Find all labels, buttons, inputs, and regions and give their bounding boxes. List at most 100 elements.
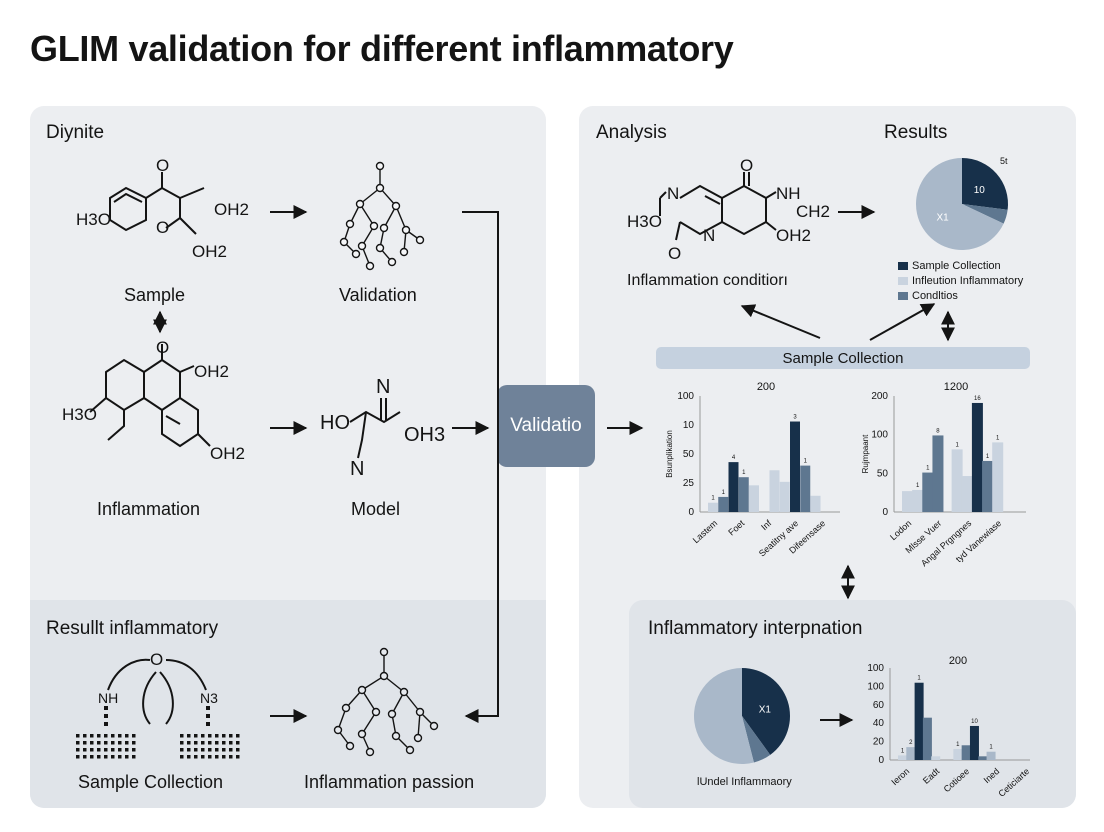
- y-axis-label: Bsunplikation: [665, 430, 674, 478]
- y-tick-label: 40: [873, 718, 885, 729]
- molecule-3: [349, 398, 401, 459]
- m2-oh2-a: OH2: [194, 362, 229, 381]
- bar: [898, 755, 907, 760]
- y-tick-label: 20: [873, 737, 885, 748]
- bar-data-label: 4: [732, 455, 736, 461]
- pie-slice: [962, 204, 1008, 224]
- m3-ho: HO: [320, 412, 350, 434]
- molecule-2: [89, 344, 211, 448]
- dot: [222, 755, 226, 759]
- bar: [992, 442, 1004, 512]
- bar: [738, 477, 749, 512]
- label-sample-collection: Sample Collection: [78, 772, 224, 792]
- dot: [90, 734, 94, 738]
- dot: [222, 741, 226, 745]
- dot: [222, 748, 226, 752]
- legend-item: Infleution Inflammatory: [898, 273, 1058, 288]
- bar: [914, 682, 924, 760]
- bar-data-label: 1: [742, 470, 746, 476]
- bar: [779, 481, 790, 512]
- y-tick-label: 50: [877, 468, 889, 479]
- dot: [97, 755, 101, 759]
- bar-data-label: 16: [974, 396, 981, 402]
- dot: [90, 741, 94, 745]
- dot: [180, 748, 184, 752]
- bar-data-label: 10: [971, 719, 978, 725]
- page-title: GLIM validation for different inflammato…: [30, 28, 734, 69]
- m2-oh2-b: OH2: [210, 444, 245, 463]
- y-tick-label: 50: [683, 449, 695, 460]
- dot-grids: [76, 734, 240, 759]
- y-tick-label: 0: [688, 507, 694, 518]
- dot: [229, 741, 233, 745]
- dot: [132, 748, 136, 752]
- y-tick-label: 10: [683, 420, 695, 431]
- right-molecule: [659, 172, 777, 241]
- dot: [83, 755, 87, 759]
- bar: [912, 489, 924, 512]
- dot: [201, 734, 205, 738]
- bar: [902, 491, 913, 512]
- bar-data-label: 1: [711, 496, 715, 502]
- validation-network: [339, 161, 425, 271]
- bar: [982, 460, 994, 512]
- dot: [215, 755, 219, 759]
- dot: [118, 741, 122, 745]
- x-tick-label: Foet: [726, 518, 746, 538]
- dot: [83, 734, 87, 738]
- y-tick-label: 25: [683, 478, 695, 489]
- dot: [208, 734, 212, 738]
- r-nh: NH: [776, 184, 801, 203]
- dot: [201, 755, 205, 759]
- r-o-top: O: [740, 156, 754, 175]
- dot: [104, 734, 108, 738]
- bar: [790, 421, 800, 512]
- dot: [236, 741, 240, 745]
- dot: [236, 755, 240, 759]
- y-tick-label: 60: [873, 700, 885, 711]
- results-heading: Results: [884, 122, 948, 143]
- dot: [97, 734, 101, 738]
- result-subpanel: [30, 600, 546, 808]
- m1-o-ring: O: [156, 218, 170, 237]
- dot: [194, 748, 198, 752]
- y-tick-label: 100: [677, 391, 694, 402]
- m1-oh2-a: OH2: [214, 200, 249, 219]
- pie-slice: [742, 716, 771, 763]
- pie-slice: [916, 158, 1004, 250]
- bar-data-label: 1: [996, 435, 1000, 441]
- bar: [961, 745, 971, 760]
- dot: [194, 741, 198, 745]
- dot: [208, 755, 212, 759]
- m2-h3o: H3O: [62, 405, 97, 424]
- bar-data-label: 1: [955, 442, 959, 448]
- legend-swatch: [898, 276, 908, 285]
- result-structure: [107, 658, 207, 725]
- y-axis-label: Rujmpaant: [861, 434, 870, 473]
- m3-n-top: N: [376, 376, 391, 398]
- m1-o-top: O: [156, 156, 170, 175]
- y-tick-label: 100: [867, 681, 884, 692]
- legend-item: Sample Collection: [898, 258, 1058, 273]
- sample-collection-bar[interactable]: Sample Collection: [656, 347, 1030, 369]
- bar: [922, 472, 934, 512]
- dot: [118, 734, 122, 738]
- left-heading: Diynite: [46, 122, 105, 143]
- validation-box[interactable]: Validatio: [497, 385, 595, 467]
- r-oh2: OH2: [776, 226, 811, 245]
- bottom-pie-label: lUndel Inflammaory: [697, 776, 792, 788]
- bar: [969, 725, 979, 760]
- dot: [236, 734, 240, 738]
- legend-label: Infleution Inflammatory: [912, 274, 1024, 287]
- dot: [83, 748, 87, 752]
- dot: [118, 748, 122, 752]
- dot-grid-right: [206, 706, 210, 726]
- dot: [236, 748, 240, 752]
- bar: [906, 747, 916, 760]
- inflammation-condition-label: Inflammation conditiorı: [627, 272, 788, 289]
- legend-swatch: [898, 291, 908, 300]
- bar: [953, 748, 963, 760]
- dot: [194, 755, 198, 759]
- dot: [201, 748, 205, 752]
